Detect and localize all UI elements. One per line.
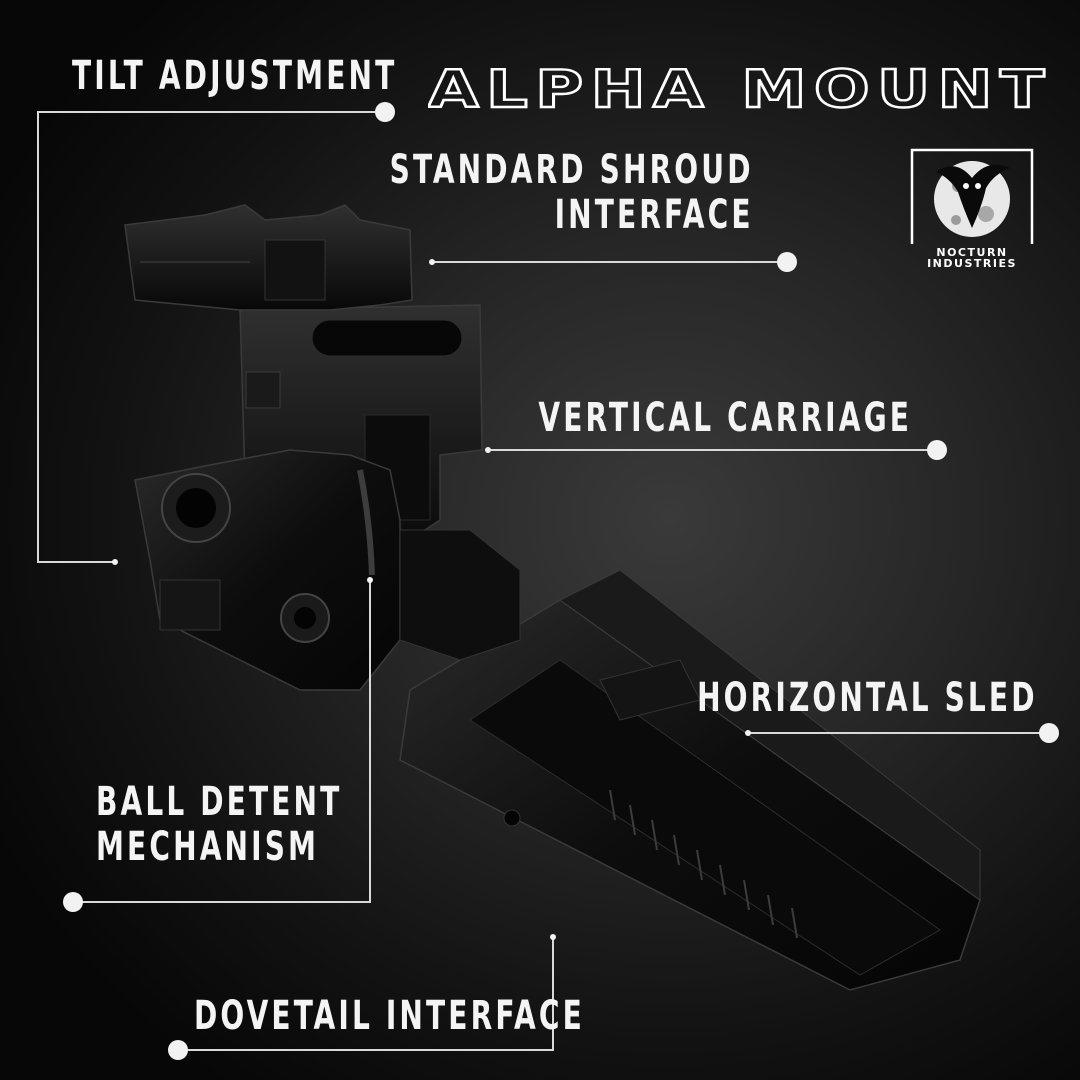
brand-line-1: NOCTURN: [936, 246, 1008, 259]
horizontal-sled-part: [399, 569, 981, 991]
ball-detent-label: BALL DETENT MECHANISM: [96, 780, 342, 870]
standard-shroud-label-line-2: INTERFACE: [554, 191, 754, 238]
tilt-adjustment-label: TILT ADJUSTMENT: [72, 53, 398, 99]
vertical-carriage-label: VERTICAL CARRIAGE: [538, 395, 912, 441]
title-wordmark: ALPHA MOUNT: [428, 62, 1052, 112]
page-title: ALPHA MOUNT: [428, 62, 1052, 112]
tilt-assembly-part: [134, 449, 521, 691]
dovetail-interface-label: DOVETAIL INTERFACE: [194, 993, 585, 1039]
horizontal-sled-label: HORIZONTAL SLED: [697, 675, 1038, 721]
brand-name: NOCTURN INDUSTRIES: [906, 247, 1038, 269]
ball-detent-label-line-2: MECHANISM: [96, 823, 320, 870]
standard-shroud-label: STANDARD SHROUD INTERFACE: [390, 148, 754, 238]
shroud-interface-part: [124, 204, 413, 311]
owl-moon-logo-icon: [910, 148, 1034, 244]
ball-detent-label-line-1: BALL DETENT: [96, 779, 343, 825]
standard-shroud-label-line-1: STANDARD SHROUD: [390, 147, 754, 193]
brand-line-2: INDUSTRIES: [927, 257, 1017, 270]
